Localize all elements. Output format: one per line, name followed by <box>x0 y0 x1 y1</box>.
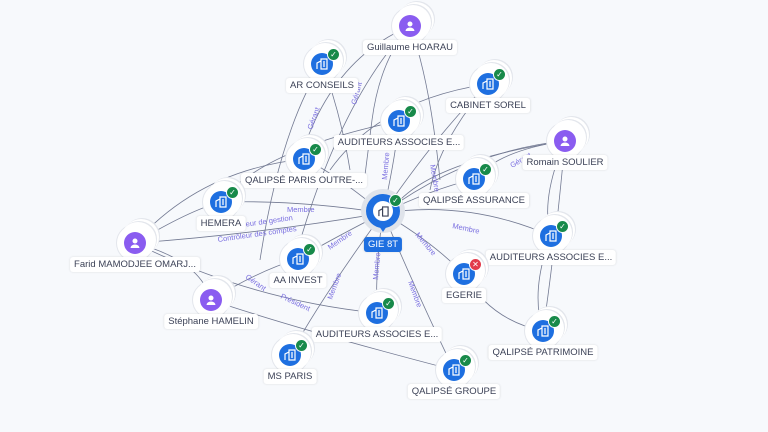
node-label: GIE 8T <box>363 237 403 252</box>
node-label: MS PARIS <box>263 369 317 384</box>
node-label: Guillaume HOARAU <box>362 40 458 55</box>
node-label: Romain SOULIER <box>522 155 608 170</box>
node-label: CABINET SOREL <box>446 98 530 113</box>
node-label: QALIPSÉ PARIS OUTRE-... <box>240 173 368 188</box>
edge-label-gerant: Gérant <box>305 105 322 130</box>
verified-check-icon: ✓ <box>303 243 316 256</box>
verified-check-icon: ✓ <box>226 186 239 199</box>
person-icon <box>399 15 421 37</box>
node-label: QALIPSÉ ASSURANCE <box>419 193 529 208</box>
verified-check-icon: ✓ <box>459 354 472 367</box>
edge-label-membre: Membre <box>406 280 424 309</box>
node-label: HEMERA <box>196 216 246 231</box>
edge-label-membre: Membre <box>326 228 354 251</box>
person-icon <box>554 130 576 152</box>
edge-label-membre: Membre <box>287 205 315 214</box>
node-label: QALIPSÉ PATRIMOINE <box>488 345 598 360</box>
verified-check-icon: ✓ <box>548 315 561 328</box>
pin-tip <box>377 223 389 232</box>
edge-label-president: Président <box>279 292 312 314</box>
node-label: AUDITEURS ASSOCIES E... <box>333 135 465 150</box>
node-label: AUDITEURS ASSOCIES E... <box>485 250 617 265</box>
verified-check-icon: ✓ <box>556 220 569 233</box>
node-label: AA INVEST <box>269 273 327 288</box>
closed-x-icon: ✕ <box>469 258 482 271</box>
node-label: Stéphane HAMELIN <box>164 314 258 329</box>
person-icon <box>124 232 146 254</box>
verified-check-icon: ✓ <box>479 163 492 176</box>
node-label: QALIPSÉ GROUPE <box>407 384 501 399</box>
verified-check-icon: ✓ <box>309 143 322 156</box>
node-label: AR CONSEILS <box>286 78 358 93</box>
node-label: AUDITEURS ASSOCIES E... <box>311 327 443 342</box>
verified-check-icon: ✓ <box>327 48 340 61</box>
verified-check-icon: ✓ <box>382 297 395 310</box>
verified-check-icon: ✓ <box>295 339 308 352</box>
edge-label-membre: Membre <box>413 231 438 258</box>
verified-check-icon: ✓ <box>404 105 417 118</box>
verified-check-icon: ✓ <box>493 68 506 81</box>
node-label: Farid MAMODJEE OMARJ... <box>70 257 200 272</box>
edge-label-membre: Membre <box>380 152 391 180</box>
person-icon <box>200 289 222 311</box>
edge-label-membre: Membre <box>452 221 481 236</box>
edge-label-membre: Membre <box>371 252 382 280</box>
building-icon <box>373 201 393 221</box>
verified-check-icon: ✓ <box>389 194 402 207</box>
node-label: EGERIE <box>442 288 486 303</box>
edge-label-membre: Membre <box>325 272 343 301</box>
